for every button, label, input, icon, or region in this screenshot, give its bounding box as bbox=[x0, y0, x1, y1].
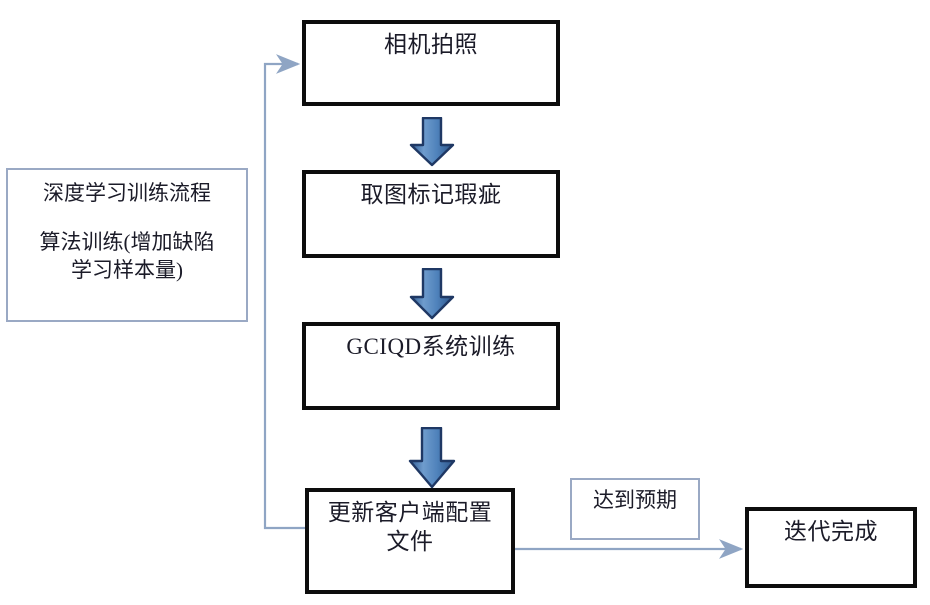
node-expected-reached[interactable]: 达到预期 bbox=[570, 478, 700, 540]
node-mark-defect[interactable]: 取图标记瑕疵 bbox=[302, 170, 560, 258]
down-block-arrow-3 bbox=[408, 427, 456, 489]
training-process-info-panel: 深度学习训练流程 算法训练(增加缺陷 学习样本量) bbox=[6, 168, 248, 322]
node-gciqd-training[interactable]: GCIQD系统训练 bbox=[302, 322, 560, 410]
node-gciqd-training-label: GCIQD系统训练 bbox=[346, 334, 516, 359]
info-panel-line-1: 深度学习训练流程 bbox=[43, 181, 211, 205]
node-update-client-config[interactable]: 更新客户端配置 文件 bbox=[305, 488, 515, 594]
feedback-loop-arrow bbox=[263, 54, 305, 530]
node-mark-defect-label: 取图标记瑕疵 bbox=[360, 182, 502, 207]
node-camera-capture-label: 相机拍照 bbox=[384, 32, 478, 57]
node-iteration-complete-label: 迭代完成 bbox=[784, 519, 878, 544]
node-camera-capture[interactable]: 相机拍照 bbox=[302, 20, 560, 106]
node-expected-reached-label: 达到预期 bbox=[593, 488, 677, 512]
node-iteration-complete[interactable]: 迭代完成 bbox=[745, 507, 917, 588]
down-block-arrow-1 bbox=[409, 117, 455, 167]
node-update-client-config-label: 更新客户端配置 文件 bbox=[327, 500, 493, 555]
down-block-arrow-2 bbox=[409, 268, 455, 320]
info-panel-line-2: 算法训练(增加缺陷 学习样本量) bbox=[39, 230, 215, 282]
